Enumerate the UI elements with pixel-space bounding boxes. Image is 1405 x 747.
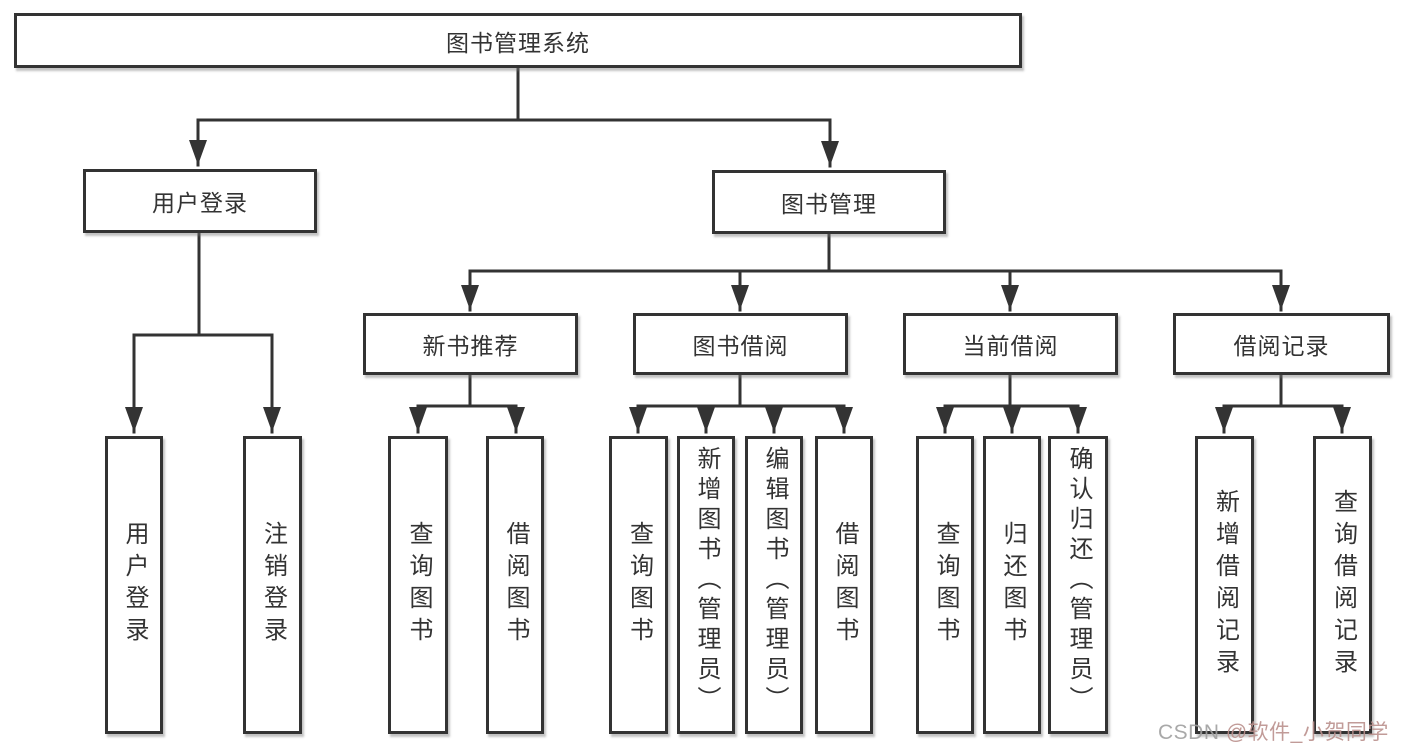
leaf-confirm-return-admin-label: 确认归还（管理员） — [1065, 446, 1092, 716]
leaf-borrow-book-label: 借阅图书 — [831, 521, 858, 649]
leaf-add-borrow-record-label: 新增借阅记录 — [1211, 489, 1239, 681]
leaf-return-book: 归还图书 — [983, 436, 1041, 734]
node-borrow-records-label: 借阅记录 — [1233, 333, 1330, 359]
leaf-search-borrow-record-label: 查询借阅记录 — [1329, 489, 1357, 681]
node-user-login-label: 用户登录 — [152, 190, 248, 216]
leaf-edit-book-admin: 编辑图书（管理员） — [745, 436, 803, 734]
leaf-add-book-admin-label: 新增图书（管理员） — [693, 446, 720, 716]
node-root-label: 图书管理系统 — [446, 29, 590, 56]
node-book-management-label: 图书管理 — [781, 191, 877, 217]
leaf-edit-book-admin-label: 编辑图书（管理员） — [761, 446, 788, 716]
leaf-add-book-admin: 新增图书（管理员） — [677, 436, 735, 734]
leaf-newbooks-borrow-label: 借阅图书 — [502, 521, 529, 649]
watermark: CSDN @软件_小贺同学 — [1158, 716, 1389, 746]
watermark-csdn: CSDN — [1158, 721, 1226, 744]
node-book-borrow: 图书借阅 — [633, 313, 848, 375]
node-root: 图书管理系统 — [14, 13, 1022, 68]
leaf-newbooks-search-label: 查询图书 — [405, 521, 432, 649]
node-current-borrow: 当前借阅 — [903, 313, 1118, 375]
node-new-book-recommend-label: 新书推荐 — [422, 333, 519, 359]
node-user-login: 用户登录 — [83, 169, 317, 233]
node-book-borrow-label: 图书借阅 — [692, 333, 789, 359]
node-current-borrow-label: 当前借阅 — [962, 333, 1059, 359]
leaf-user-login: 用户登录 — [105, 436, 163, 734]
leaf-newbooks-borrow: 借阅图书 — [486, 436, 544, 734]
leaf-confirm-return-admin: 确认归还（管理员） — [1048, 436, 1108, 734]
watermark-author: @软件_小贺同学 — [1225, 721, 1389, 744]
leaf-borrow-search-label: 查询图书 — [625, 521, 653, 649]
leaf-logout-label: 注销登录 — [259, 521, 287, 649]
leaf-user-login-label: 用户登录 — [121, 521, 148, 649]
leaf-search-borrow-record: 查询借阅记录 — [1313, 436, 1372, 734]
leaf-return-book-label: 归还图书 — [999, 521, 1026, 649]
leaf-logout: 注销登录 — [243, 436, 302, 734]
leaf-borrow-search: 查询图书 — [609, 436, 668, 734]
leaf-current-search-label: 查询图书 — [932, 521, 959, 649]
node-borrow-records: 借阅记录 — [1173, 313, 1390, 375]
leaf-current-search: 查询图书 — [916, 436, 974, 734]
node-new-book-recommend: 新书推荐 — [363, 313, 578, 375]
leaf-add-borrow-record: 新增借阅记录 — [1195, 436, 1254, 734]
leaf-newbooks-search: 查询图书 — [388, 436, 448, 734]
leaf-borrow-book: 借阅图书 — [815, 436, 873, 734]
node-book-management: 图书管理 — [712, 170, 946, 234]
